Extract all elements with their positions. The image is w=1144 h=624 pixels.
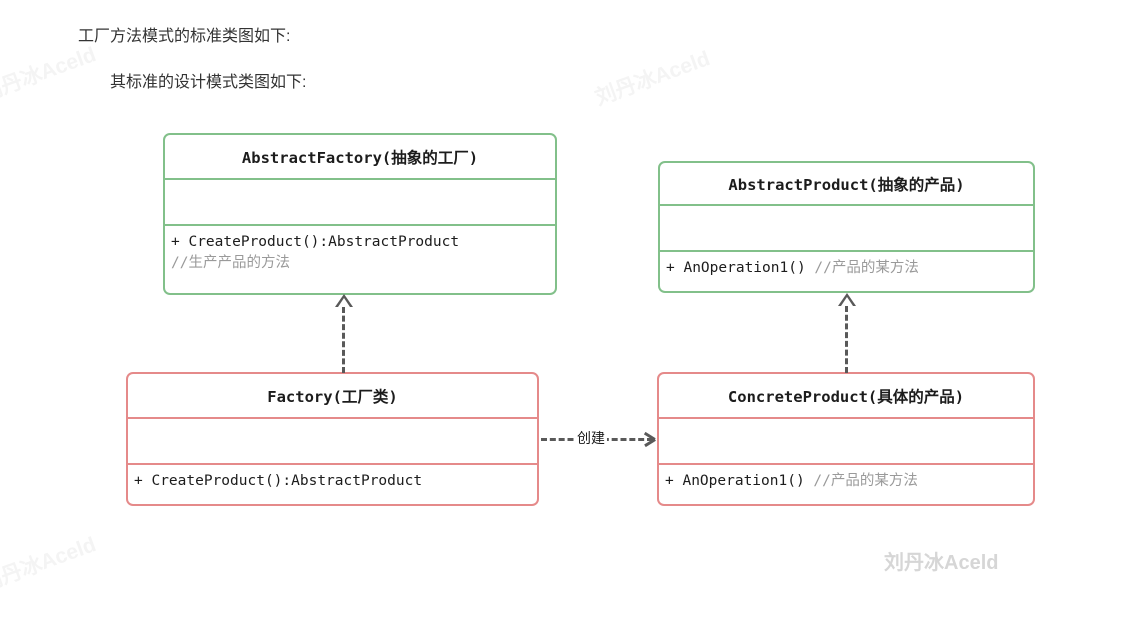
intro-line-2: 其标准的设计模式类图如下: [110, 74, 307, 91]
class-methods-concrete-product: + AnOperation1() //产品的某方法 [659, 465, 1033, 492]
class-attributes-factory [128, 419, 537, 463]
method-line: + AnOperation1() //产品的某方法 [665, 471, 1033, 492]
class-box-factory[interactable]: Factory(工厂类) + CreateProduct():AbstractP… [126, 372, 539, 506]
class-title-abstract-product: AbstractProduct(抽象的产品) [728, 175, 965, 194]
class-separator [660, 250, 1033, 252]
class-title-factory: Factory(工厂类) [267, 387, 398, 406]
method-line: + CreateProduct():AbstractProduct [171, 234, 460, 250]
class-box-abstract-product[interactable]: AbstractProduct(抽象的产品) + AnOperation1() … [658, 161, 1035, 293]
class-box-concrete-product[interactable]: ConcreteProduct(具体的产品) + AnOperation1() … [657, 372, 1035, 506]
class-separator [659, 417, 1033, 419]
class-separator [128, 463, 537, 465]
class-attributes-abstract-factory [165, 180, 555, 224]
hollow-triangle-fill [841, 297, 853, 306]
class-methods-abstract-factory: + CreateProduct():AbstractProduct //生产产品… [165, 226, 555, 273]
class-title-abstract-factory: AbstractFactory(抽象的工厂) [241, 148, 479, 167]
method-line: + CreateProduct():AbstractProduct [134, 473, 423, 489]
class-box-abstract-factory[interactable]: AbstractFactory(抽象的工厂) + CreateProduct()… [163, 133, 557, 295]
class-separator [165, 178, 555, 180]
dashed-line-vertical [342, 307, 345, 373]
class-methods-factory: + CreateProduct():AbstractProduct [128, 465, 537, 492]
hollow-triangle-fill [338, 298, 350, 307]
method-comment-line: //生产产品的方法 [171, 254, 290, 271]
watermark-top-center: 刘丹冰Aceld [592, 47, 714, 110]
class-attributes-abstract-product [660, 206, 1033, 250]
class-title-concrete-product: ConcreteProduct(具体的产品) [727, 387, 965, 406]
watermark-top-left: 刘丹冰Aceld [0, 43, 100, 106]
class-methods-abstract-product: + AnOperation1() //产品的某方法 [660, 252, 1033, 279]
class-separator [128, 417, 537, 419]
watermark-bottom-left: 刘丹冰Aceld [0, 533, 100, 596]
method-signature: + AnOperation1() [666, 260, 815, 276]
method-comment: //产品的某方法 [814, 260, 919, 276]
method-line: + AnOperation1() //产品的某方法 [666, 258, 1033, 279]
watermark-bottom-right: 刘丹冰Aceld [884, 552, 999, 574]
intro-line-1: 工厂方法模式的标准类图如下: [78, 28, 291, 45]
dashed-line-vertical [845, 306, 848, 373]
class-separator [660, 204, 1033, 206]
class-attributes-concrete-product [659, 419, 1033, 463]
class-separator [659, 463, 1033, 465]
open-arrowhead [643, 438, 655, 441]
relation-label-create: 创建 [575, 428, 607, 448]
method-signature: + AnOperation1() [665, 473, 814, 489]
method-comment: //产品的某方法 [813, 473, 918, 489]
class-separator [165, 224, 555, 226]
